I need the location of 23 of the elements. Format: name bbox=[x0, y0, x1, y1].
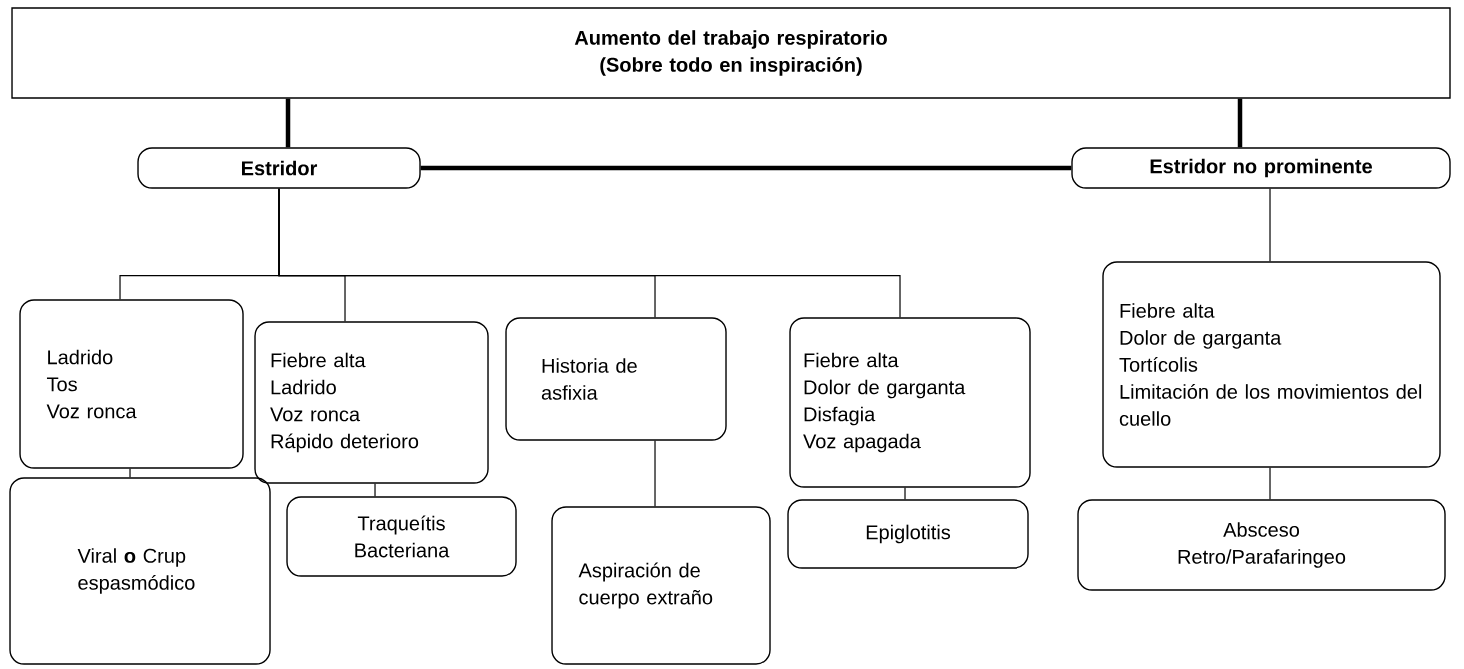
symptom-box: Fiebre alta Dolor de garganta Disfagia Voz apagada bbox=[789, 317, 1031, 488]
connector-line bbox=[1269, 188, 1271, 262]
title-box: Aumento del trabajo respiratorio (Sobre todo en inspiración) bbox=[11, 7, 1451, 99]
connector-line bbox=[420, 165, 1072, 171]
connector-line bbox=[285, 98, 291, 148]
symptom-box: Historia de asfixia bbox=[505, 317, 727, 441]
connector-line bbox=[904, 487, 906, 500]
connector-line bbox=[654, 440, 656, 507]
category-box: Estridor no prominente bbox=[1071, 147, 1451, 189]
diagnosis-box: Viral o Crup espasmódico bbox=[9, 477, 271, 665]
diagnosis-box: Aspiración de cuerpo extraño bbox=[551, 506, 771, 665]
category-box: Estridor bbox=[137, 147, 421, 189]
symptom-box: Fiebre alta Dolor de garganta Tortícolis Limitación de los movimientos del cuello bbox=[1102, 261, 1441, 468]
diagnosis-box: Absceso Retro/Parafaringeo bbox=[1077, 499, 1446, 591]
connector-line bbox=[374, 483, 376, 497]
symptom-box: Fiebre alta Ladrido Voz ronca Rápido deterioro bbox=[254, 321, 489, 484]
connector-line bbox=[129, 468, 131, 478]
connector-line bbox=[1269, 467, 1271, 500]
diagnosis-box: Epiglotitis bbox=[787, 499, 1029, 569]
connector-line bbox=[1237, 98, 1243, 148]
symptom-box: Ladrido Tos Voz ronca bbox=[19, 299, 244, 469]
diagnosis-box: Traqueítis Bacteriana bbox=[286, 496, 517, 577]
connector-line bbox=[278, 188, 901, 318]
